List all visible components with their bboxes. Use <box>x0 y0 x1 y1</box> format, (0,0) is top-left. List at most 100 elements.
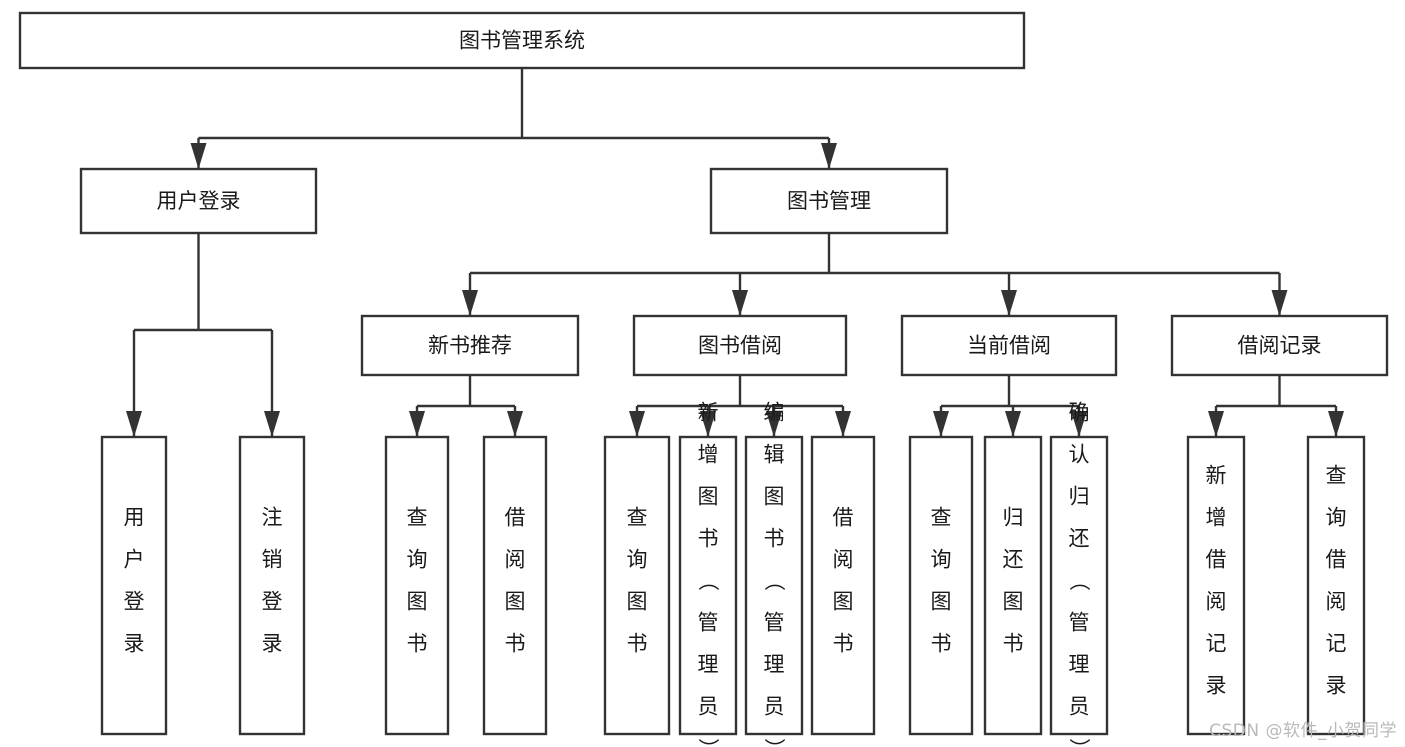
arrow-head-icon <box>126 411 142 437</box>
node-label-char: 理 <box>698 653 719 677</box>
arrow-head-icon <box>264 411 280 437</box>
node-box <box>1170 314 1389 377</box>
node-label-char: 记 <box>1206 632 1227 656</box>
node-label-char: 查 <box>931 506 952 530</box>
node-box <box>1049 435 1109 736</box>
arrow-head-icon <box>732 290 748 316</box>
node-借阅记录-l3-3[interactable]: 借阅记录 <box>1170 314 1389 377</box>
node-label-char: 注 <box>262 506 283 530</box>
node-box <box>79 167 318 235</box>
arrow-head-icon <box>629 411 645 437</box>
node-label-char: 认 <box>1069 443 1090 467</box>
node-label-char: 询 <box>407 548 428 572</box>
node-label-char: ） <box>762 738 786 747</box>
node-label-char: ） <box>696 738 720 747</box>
arrow-head-icon <box>1005 411 1021 437</box>
node-label: 借阅记录 <box>1238 334 1322 358</box>
arrow-head-icon <box>190 143 207 169</box>
node-label-char: 书 <box>1003 632 1024 656</box>
node-label-char: 记 <box>1326 632 1347 656</box>
node-box <box>810 435 876 736</box>
arrow-head-icon <box>1271 290 1288 316</box>
node-label-char: 销 <box>262 548 283 572</box>
arrow-head-icon <box>507 411 523 437</box>
node-box <box>709 167 949 235</box>
node-label-char: 询 <box>931 548 952 572</box>
node-label-char: 新 <box>698 401 719 425</box>
node-新书推荐-l3-0[interactable]: 新书推荐 <box>360 314 580 377</box>
node-label-char: ） <box>1067 738 1091 747</box>
arrow-head-icon <box>1208 411 1224 437</box>
node-用户登录-l2-0[interactable]: 用户登录 <box>79 167 318 235</box>
node-当前借阅-l3-2[interactable]: 当前借阅 <box>900 314 1118 377</box>
node-label-char: 阅 <box>1326 590 1347 614</box>
node-label-char: 书 <box>764 527 785 551</box>
arrow-head-icon <box>835 411 851 437</box>
arrow-head-icon <box>1328 411 1344 437</box>
node-label-char: 户 <box>124 548 145 572</box>
node-label-char: 归 <box>1069 485 1090 509</box>
node-label-char: 还 <box>1069 527 1090 551</box>
node-label-char: 理 <box>764 653 785 677</box>
node-label-char: 录 <box>1206 674 1227 698</box>
node-label-char: 书 <box>698 527 719 551</box>
node-label-char: 阅 <box>1206 590 1227 614</box>
node-label-char: 书 <box>627 632 648 656</box>
node-用户登录-leaf-0[interactable]: 用户登录 <box>100 435 168 736</box>
node-label-char: 图 <box>505 590 526 614</box>
node-label-char: 书 <box>505 632 526 656</box>
arrow-head-icon <box>462 290 478 316</box>
node-label-char: 查 <box>627 506 648 530</box>
node-box <box>360 314 580 377</box>
arrow-head-icon <box>933 411 949 437</box>
node-label-char: 图 <box>627 590 648 614</box>
node-label: 图书借阅 <box>698 334 782 358</box>
node-box <box>1186 435 1246 736</box>
node-图书管理系统-root-0[interactable]: 图书管理系统 <box>18 11 1026 70</box>
node-label-char: 确 <box>1069 401 1090 425</box>
node-label-char: （ <box>1067 570 1091 591</box>
node-label-char: 借 <box>1206 548 1227 572</box>
arrow-head-icon <box>700 411 716 437</box>
node-label-char: 理 <box>1069 653 1090 677</box>
node-label: 当前借阅 <box>967 334 1051 358</box>
node-label-char: 阅 <box>833 548 854 572</box>
node-label: 用户登录 <box>157 189 241 213</box>
node-label-char: 辑 <box>764 443 785 467</box>
arrow-head-icon <box>821 143 837 169</box>
node-label-char: 询 <box>1326 506 1347 530</box>
node-label-char: 录 <box>1326 674 1347 698</box>
node-label-char: 员 <box>764 695 785 719</box>
node-box <box>603 435 671 736</box>
node-label-char: 书 <box>407 632 428 656</box>
node-label-char: 录 <box>124 632 145 656</box>
node-label-char: 图 <box>931 590 952 614</box>
node-label-char: 新 <box>1206 464 1227 488</box>
node-label-char: 查 <box>1326 464 1347 488</box>
node-label-char: 书 <box>833 632 854 656</box>
node-图书借阅-l3-1[interactable]: 图书借阅 <box>632 314 848 377</box>
node-box <box>482 435 548 736</box>
node-label-char: 借 <box>505 506 526 530</box>
node-label-char: 编 <box>764 401 785 425</box>
node-label: 新书推荐 <box>428 334 512 358</box>
node-label-char: 图 <box>698 485 719 509</box>
node-label-char: 增 <box>698 443 719 467</box>
node-label-char: 用 <box>124 506 145 530</box>
node-box <box>632 314 848 377</box>
node-图书管理-l2-1[interactable]: 图书管理 <box>709 167 949 235</box>
